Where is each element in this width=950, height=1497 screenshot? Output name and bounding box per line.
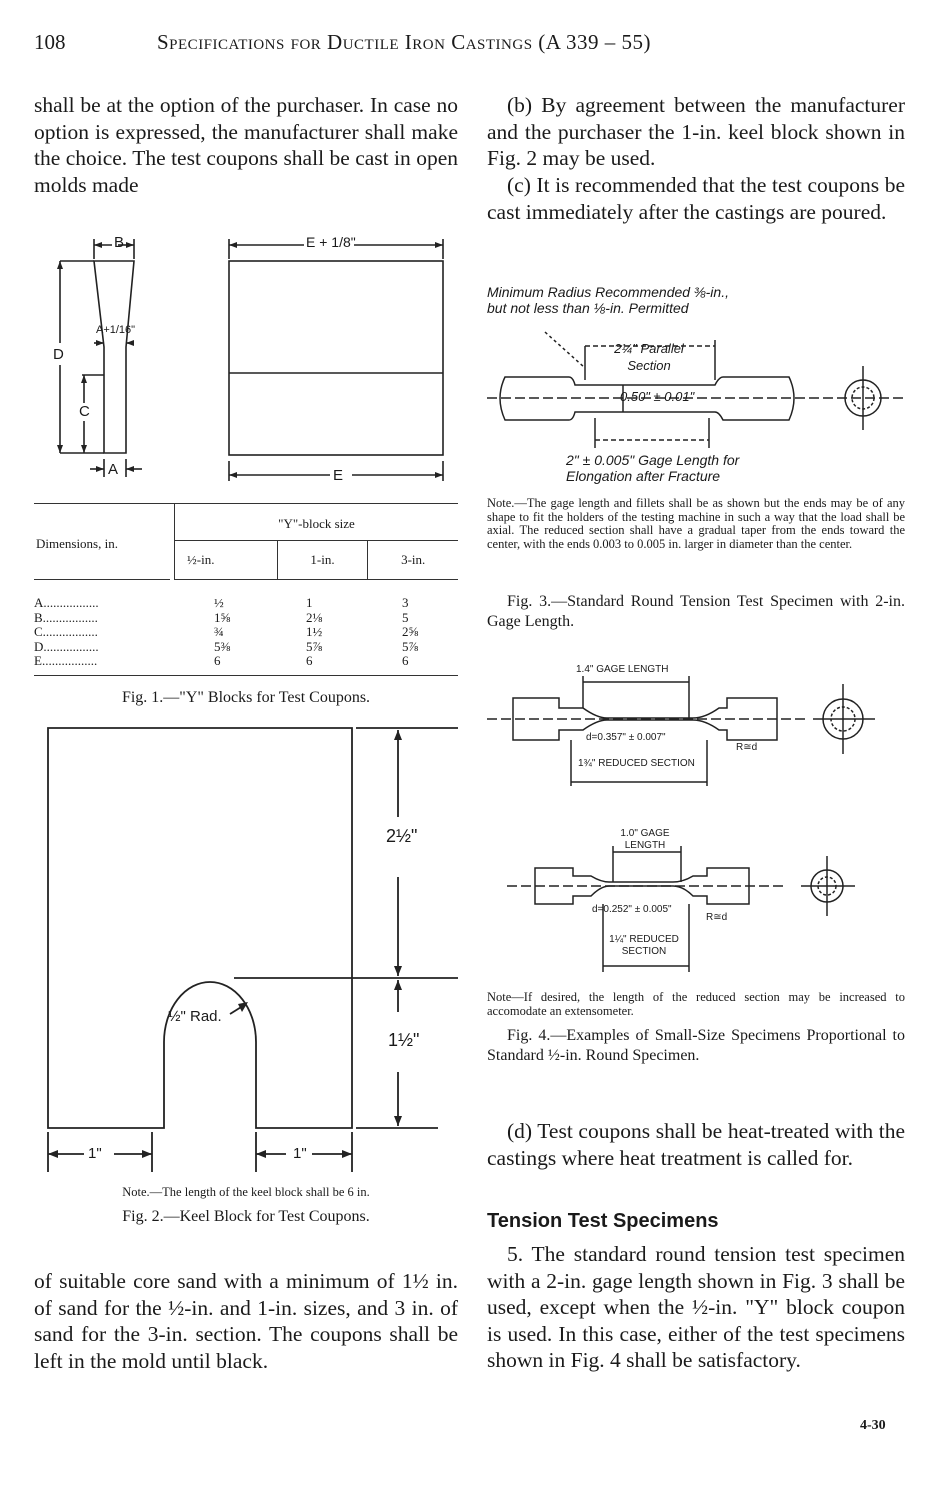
fig1-label-b: B <box>114 234 125 251</box>
page-number: 108 <box>34 30 66 54</box>
table-cell: 2⅝ <box>402 624 419 639</box>
table-cell: 1⅝ <box>214 609 231 625</box>
fig1-caption: Fig. 1.—"Y" Blocks for Test Coupons. <box>121 689 371 706</box>
fig4-spec1-dia: d=0.357" ± 0.007" <box>586 732 666 743</box>
fig4-note: Note—If desired, the length of the reduc… <box>487 990 905 1018</box>
fig2-note: Note.—The length of the keel block shall… <box>122 1185 370 1199</box>
table-cell: 5⅞ <box>306 638 323 654</box>
left-paragraph-top: shall be at the option of the purchaser.… <box>34 93 458 197</box>
left-paragraph-bottom: of suitable core sand with a minimum of … <box>34 1269 458 1373</box>
fig4-spec2-gage: 1.0" GAGE LENGTH <box>620 828 670 851</box>
fig2-drawing <box>47 727 458 1172</box>
fig2-dim-lower: 1½" <box>388 1030 420 1050</box>
fig3-note: Note.—The gage length and fillets shall … <box>487 496 905 551</box>
fig3-parallel-section: 2¼" Parallel Section <box>614 341 684 373</box>
table-row-label: D................. <box>34 638 99 654</box>
fig4-drawing <box>487 676 875 972</box>
fig2-left-leg-dim: 1" <box>88 1145 102 1162</box>
table-row-header: Dimensions, in. <box>36 536 118 551</box>
fig2-radius-label: ½" Rad. <box>168 1008 222 1025</box>
table-cell: 1 <box>306 595 313 610</box>
table-cell: 6 <box>214 653 221 668</box>
fig2-dim-height: 2½" <box>386 826 418 846</box>
fig4-spec1-radius: R≅d <box>736 742 758 753</box>
table-col-3-in: 3-in. <box>367 541 458 579</box>
fig1-label-e-plus: E + 1/8" <box>306 234 356 250</box>
fig3-gage-length: 2" ± 0.005" Gage Length for Elongation a… <box>566 452 740 484</box>
table-cell: 5⅞ <box>402 638 419 654</box>
section-heading: Tension Test Specimens <box>487 1210 719 1232</box>
table-cell: ½ <box>214 595 224 610</box>
fig4-spec2-dia: d=0.252" ± 0.005" <box>592 904 672 915</box>
fig1-label-a: A <box>108 461 119 478</box>
table-row-label: E................. <box>34 653 98 668</box>
table-row-label: B................. <box>34 609 98 625</box>
fig2-caption: Fig. 2.—Keel Block for Test Coupons. <box>122 1208 370 1225</box>
table-cell: 2⅛ <box>306 609 323 625</box>
table-cell: 3 <box>402 595 409 610</box>
fig1-table-container: Dimensions, in. "Y"-block size ½-in. 1-i… <box>34 503 458 676</box>
footer-code: 4-30 <box>860 1418 886 1433</box>
para-d: (d) Test coupons shall be heat-treated w… <box>487 1119 905 1170</box>
table-col-half-in: ½-in. <box>187 552 215 567</box>
table-cell: ¾ <box>214 624 224 639</box>
fig4-spec1-gage: 1.4" GAGE LENGTH <box>576 664 669 675</box>
para-b: (b) By agreement between the manufacture… <box>487 93 905 170</box>
fig4-spec2-radius: R≅d <box>706 912 728 923</box>
fig4-caption: Fig. 4.—Examples of Small-Size Specimens… <box>487 1027 905 1064</box>
fig1-label-d: D <box>53 346 64 363</box>
fig3-caption: Fig. 3.—Standard Round Tension Test Spec… <box>487 593 905 630</box>
fig3-diameter: 0.50" ± 0.01" <box>620 389 695 404</box>
fig4-spec2-reduced: 1¼" REDUCED SECTION <box>609 934 679 957</box>
fig1-label-c: C <box>79 403 90 420</box>
table-group-header: "Y"-block size <box>175 504 458 541</box>
fig1-drawing <box>57 239 444 481</box>
table-cell: 1½ <box>306 624 323 639</box>
running-header: Specifications for Ductile Iron Castings… <box>157 30 652 54</box>
table-row-label: C................. <box>34 624 98 639</box>
fig1-label-a-plus: A+1/16" <box>96 324 136 336</box>
para-5: 5. The standard round tension test speci… <box>487 1242 905 1372</box>
para-c: (c) It is recommended that the test coup… <box>487 173 905 224</box>
fig2-right-leg-dim: 1" <box>293 1145 307 1162</box>
fig3-drawing <box>487 331 905 448</box>
table-cell: 5⅜ <box>214 638 231 654</box>
fig4-spec1-reduced: 1¾" REDUCED SECTION <box>578 758 695 769</box>
table-cell: 6 <box>402 653 409 668</box>
table-col-1-in: 1-in. <box>276 541 368 579</box>
table-row-label: A................. <box>34 595 99 610</box>
fig1-label-e: E <box>333 467 344 484</box>
fig3-radius-note: Minimum Radius Recommended ⅜-in., but no… <box>487 284 729 316</box>
table-cell: 6 <box>306 653 313 668</box>
table-cell: 5 <box>402 609 409 625</box>
